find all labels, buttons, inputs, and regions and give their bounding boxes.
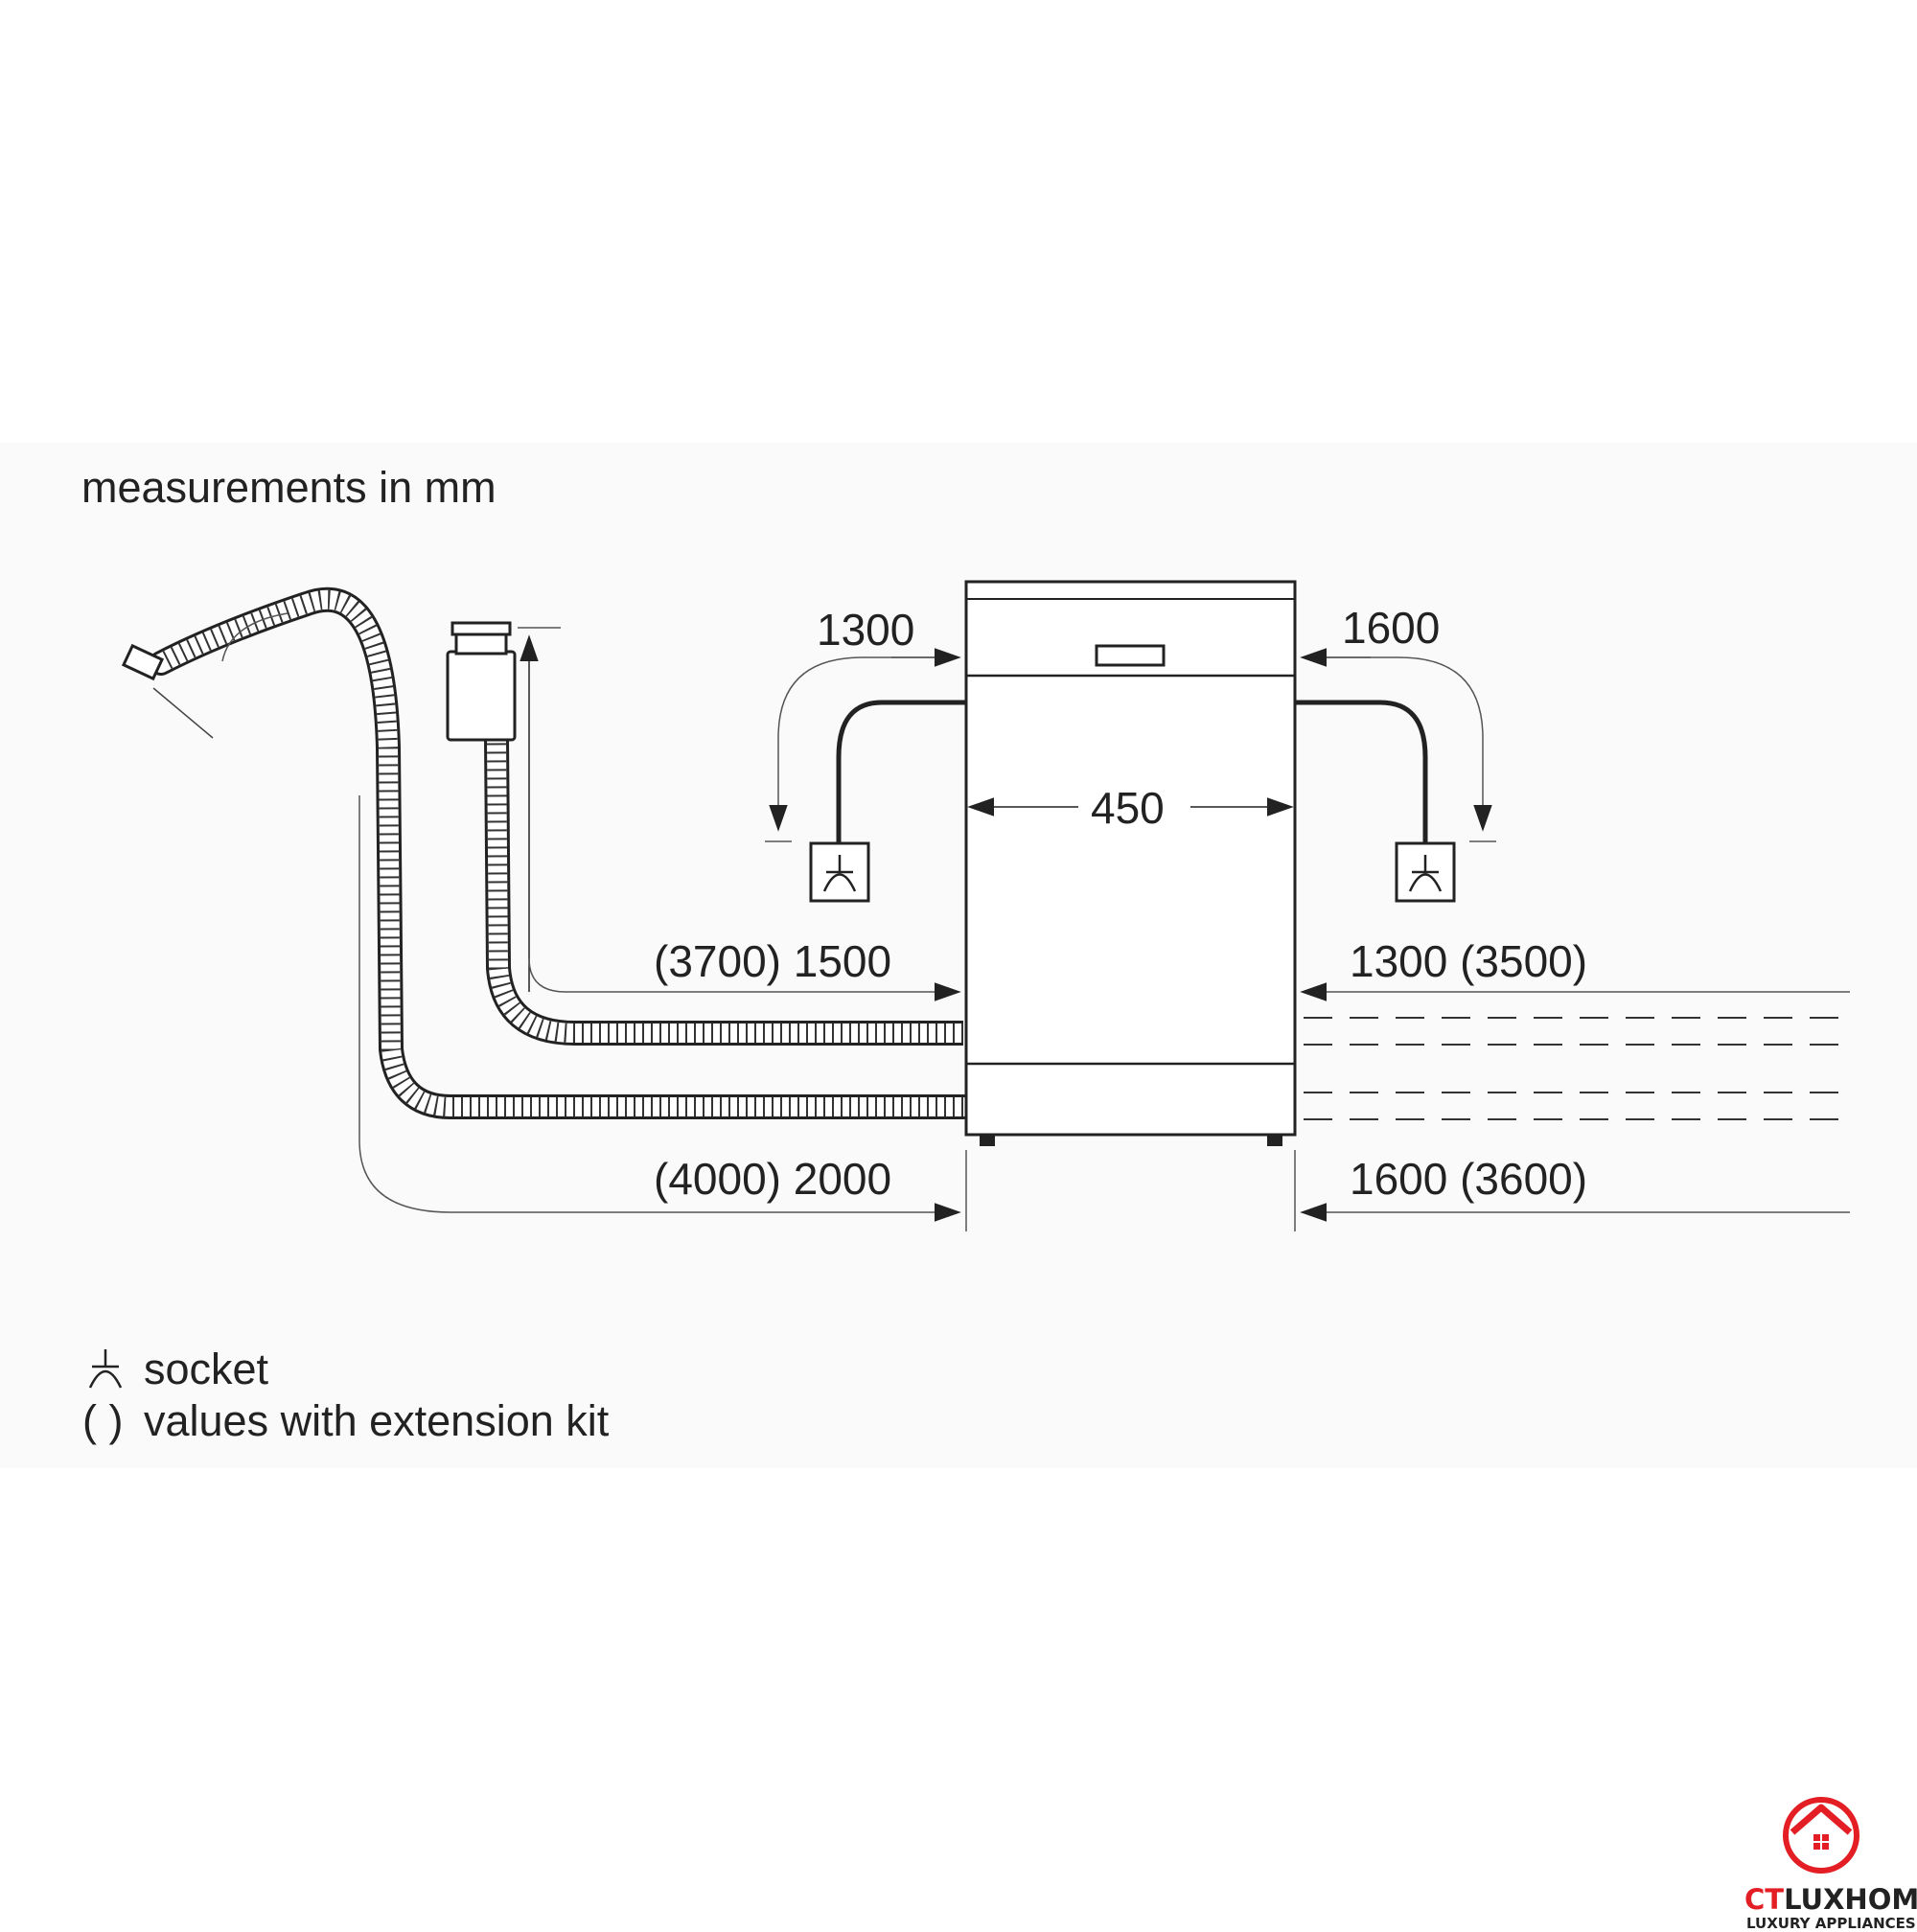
- dishwasher: [964, 580, 1297, 1146]
- foot-right: [1267, 1135, 1282, 1146]
- legend-socket-label: socket: [144, 1345, 269, 1393]
- drain-dimension-line: [358, 795, 961, 1222]
- cable-left-arc: [769, 656, 958, 832]
- drain-hose-end: [121, 643, 214, 739]
- inlet-hose: [484, 737, 963, 1046]
- diagram-panel: [0, 443, 1917, 1468]
- house-logo-icon: [1783, 1797, 1859, 1874]
- brand-name-part2: LUXHOME: [1784, 1883, 1917, 1916]
- power-cable-right: [1295, 700, 1428, 843]
- aquastop-valve: [446, 621, 517, 742]
- brand-tagline: LUXURY APPLIANCES: [1746, 1915, 1916, 1932]
- drain-hose: [149, 586, 976, 1119]
- legend-paren-symbol: ( ): [82, 1396, 124, 1445]
- brand-name-part1: CT: [1744, 1883, 1785, 1916]
- dim-drain-left-label: (4000) 2000: [654, 1154, 892, 1204]
- dim-inlet-left-label: (3700) 1500: [654, 936, 892, 986]
- dim-cable-left-label: 1300: [817, 605, 915, 655]
- measurements-title: measurements in mm: [81, 463, 497, 512]
- dim-cable-right-label: 1600: [1342, 603, 1441, 653]
- power-cable-left: [836, 700, 966, 843]
- legend-extension-label: values with extension kit: [144, 1396, 610, 1445]
- inlet-dimension-line: [528, 957, 961, 1001]
- cable-right-arc: [1304, 656, 1492, 832]
- socket-left-icon: [809, 841, 870, 903]
- drain-arc-arrow: [221, 612, 289, 662]
- dim-width-label: 450: [1091, 783, 1165, 833]
- control-panel-display: [1095, 644, 1166, 667]
- dim-inlet-right-label: 1300 (3500): [1350, 936, 1588, 986]
- socket-right-icon: [1395, 841, 1456, 903]
- dim-drain-right-label: 1600 (3600): [1350, 1154, 1588, 1204]
- legend-socket-icon: [88, 1349, 123, 1389]
- foot-left: [980, 1135, 995, 1146]
- right-hose-lines: [1304, 1017, 1850, 1120]
